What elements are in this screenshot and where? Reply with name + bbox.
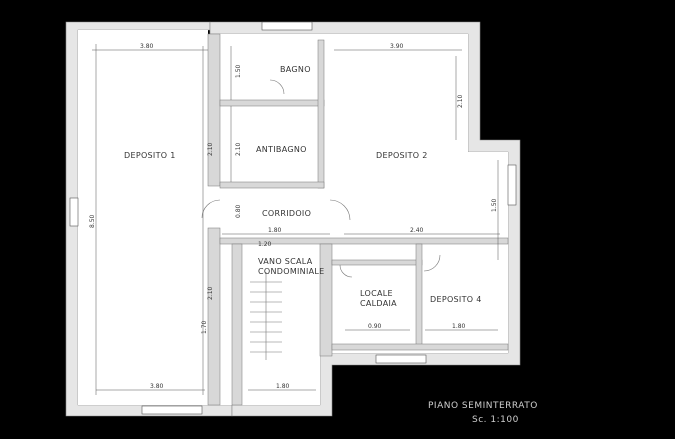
room-label-boiler-2: CALDAIA <box>360 299 397 308</box>
dim-mid-1: 1.80 <box>268 227 282 234</box>
room-label-1: DEPOSITO 1 <box>124 151 176 160</box>
dim-v1: 1.50 <box>235 64 242 78</box>
room-label-stairs-1: VANO SCALA <box>258 257 313 266</box>
room-label-4: DEPOSITO 4 <box>430 295 482 304</box>
room-label-small: BAGNO <box>280 65 311 74</box>
dim-b1: 1.70 <box>201 320 208 334</box>
door-swings <box>201 79 441 278</box>
dim-small-1: 0.90 <box>368 323 382 330</box>
dim-v4: 2.10 <box>207 142 214 156</box>
room-label-2: DEPOSITO 2 <box>376 151 428 160</box>
dim-bottom-mid: 1.80 <box>276 383 290 390</box>
dim-v3: 0.80 <box>235 204 242 218</box>
dim-bottom-left: 3.80 <box>150 383 164 390</box>
stair-treads <box>250 272 282 360</box>
windows <box>69 21 517 415</box>
dim-v2: 2.10 <box>235 142 242 156</box>
interior-fill <box>78 30 508 405</box>
room-label-corridor: CORRIDOIO <box>262 209 311 218</box>
dim-b2: 2.10 <box>207 286 214 300</box>
dim-mid-2: 2.40 <box>410 227 424 234</box>
room-label-wc: ANTIBAGNO <box>256 145 307 154</box>
dim-right-1: 2.10 <box>457 94 464 108</box>
room-label-stairs-2: CONDOMINIALE <box>258 267 325 276</box>
dimension-lines <box>92 44 500 395</box>
interior-walls <box>207 33 509 406</box>
dim-top-right: 3.90 <box>390 43 404 50</box>
room-label-boiler-1: LOCALE <box>360 289 393 298</box>
dim-top-left: 3.80 <box>140 43 154 50</box>
dim-small-2: 1.80 <box>452 323 466 330</box>
dim-right-2: 1.50 <box>491 198 498 212</box>
dim-corr: 1.20 <box>258 241 272 248</box>
plan-caption-title: PIANO SEMINTERRATO <box>428 401 538 411</box>
dim-left-height: 8.50 <box>89 214 96 228</box>
plan-caption-scale: Sc. 1:100 <box>472 415 519 425</box>
